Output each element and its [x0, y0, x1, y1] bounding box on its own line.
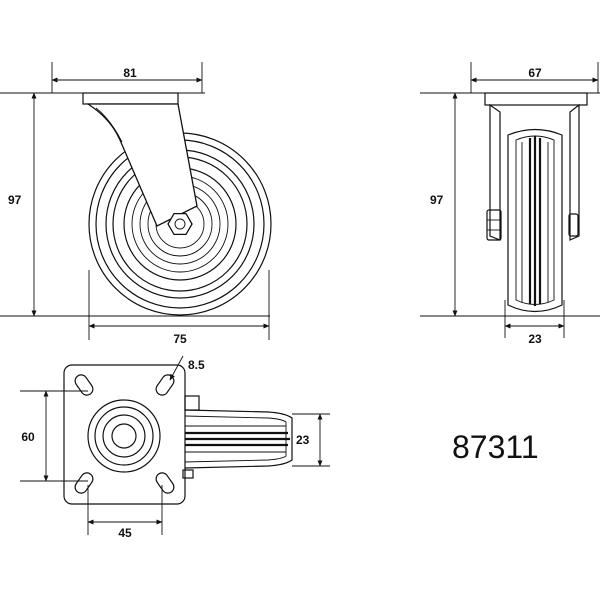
top-wheel-outline	[184, 409, 293, 469]
slot-top-left-icon	[74, 374, 94, 396]
axle-nut-icon	[167, 212, 193, 236]
slot-bottom-left-icon	[74, 472, 94, 494]
hole-size-leader	[169, 355, 184, 381]
slot-bottom-right-icon	[155, 472, 175, 494]
mounting-plate	[82, 92, 179, 105]
side-mounting-plate	[484, 92, 588, 106]
side-view: 67 97 23	[420, 62, 600, 346]
side-wheel-width-label: 23	[528, 332, 542, 346]
wheel-diameter-label: 75	[173, 332, 187, 346]
hole-spacing-vertical-label: 60	[21, 430, 35, 444]
fork-bracket	[85, 103, 198, 227]
side-height-label: 97	[430, 193, 444, 207]
swivel-raceway	[87, 399, 161, 473]
side-plate-width-label: 67	[528, 66, 542, 80]
top-mounting-plate	[63, 364, 186, 505]
front-plate-width-label: 81	[123, 66, 137, 80]
side-nut-right-icon	[568, 213, 579, 237]
top-wheel-width-label: 23	[296, 433, 310, 447]
side-nut-left-icon	[486, 209, 502, 241]
hole-size-label: 8.5	[188, 358, 205, 372]
front-height-label: 97	[8, 193, 22, 207]
hole-spacing-horizontal-label: 45	[118, 526, 132, 540]
slot-top-right-icon	[155, 374, 175, 396]
front-view: 81 97 75	[0, 62, 272, 346]
part-number: 87311	[452, 429, 539, 465]
fork-leg-right	[569, 103, 580, 241]
top-nut-icon	[184, 395, 200, 411]
side-wheel-body	[507, 128, 563, 313]
top-view: 60 45 8.5 23	[20, 355, 330, 540]
